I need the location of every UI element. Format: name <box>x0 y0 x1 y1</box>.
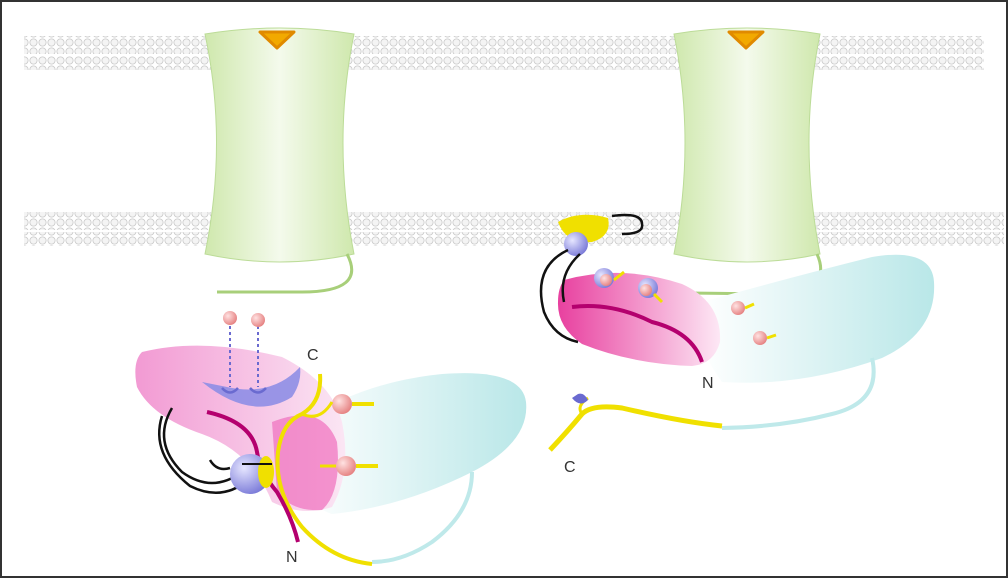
left-n-terminus-label: N <box>286 549 298 566</box>
right-cyan-domain <box>700 255 935 428</box>
membrane-top-leaflet <box>24 36 984 70</box>
right-yellow-chain <box>550 407 722 450</box>
membrane-bottom-leaflet <box>24 212 1004 246</box>
left-channel <box>205 28 354 292</box>
right-c-terminus-label: C <box>564 459 576 476</box>
right-n-terminus-label: N <box>702 375 714 392</box>
left-c-terminus-label: C <box>307 347 319 364</box>
right-small-crescent <box>572 394 588 404</box>
